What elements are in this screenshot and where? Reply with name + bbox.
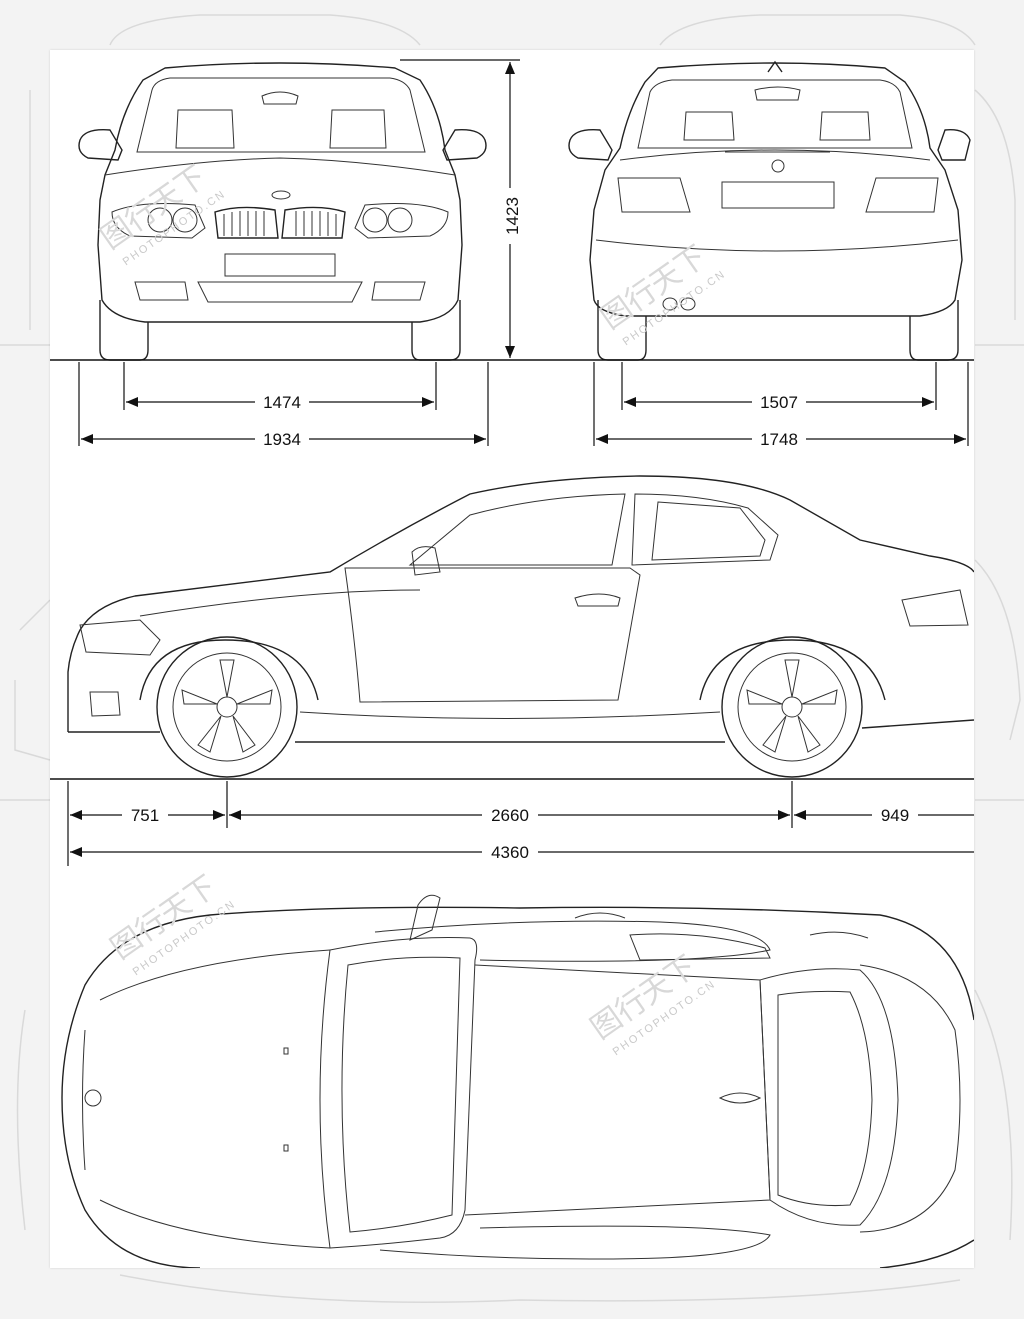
front-track-label: 1474 [263, 393, 301, 412]
rear-dimensions: 1507 1748 [593, 362, 969, 449]
front-dimensions: 1474 1934 [78, 362, 489, 449]
wheelbase-label: 2660 [491, 806, 529, 825]
side-dimensions: 751 2660 949 4360 [67, 781, 974, 866]
front-width-label: 1934 [263, 430, 301, 449]
height-label: 1423 [503, 197, 522, 235]
height-dimension: 1423 [400, 59, 522, 358]
front-overhang-label: 751 [131, 806, 159, 825]
top-view [61, 894, 974, 1268]
rear-width-label: 1748 [760, 430, 798, 449]
side-view [67, 475, 974, 778]
car-blueprint-drawing: 1423 1474 1934 1507 1748 [50, 59, 974, 1268]
rear-view [568, 60, 971, 361]
rear-overhang-label: 949 [881, 806, 909, 825]
length-label: 4360 [491, 843, 529, 862]
rear-track-label: 1507 [760, 393, 798, 412]
watermarks: 图行天下 PHOTOPHOTO.CN 图行天下 PHOTOPHOTO.CN 图行… [95, 159, 729, 1058]
blueprint-sheet: 1423 1474 1934 1507 1748 [50, 50, 974, 1268]
